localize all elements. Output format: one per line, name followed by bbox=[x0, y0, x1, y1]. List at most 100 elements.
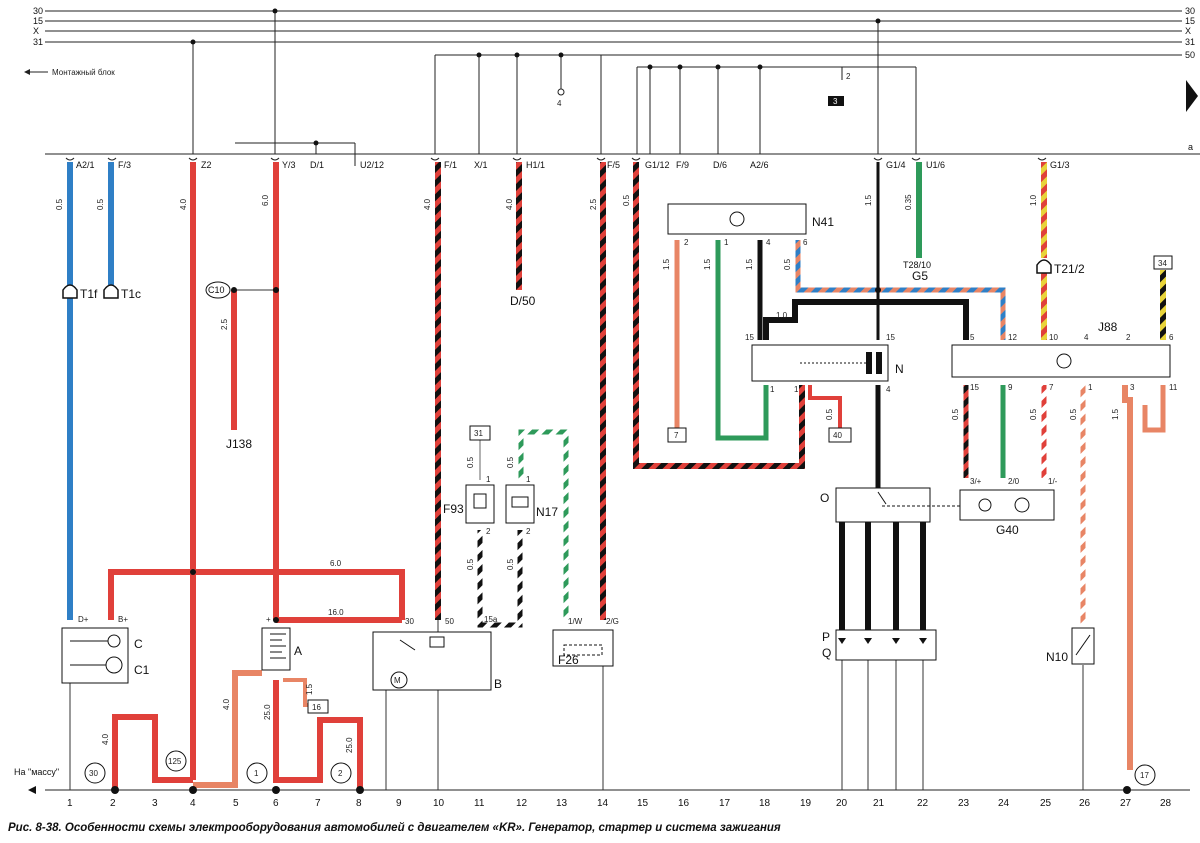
svg-text:4.0: 4.0 bbox=[222, 698, 231, 710]
component-battery: A + bbox=[261, 615, 302, 671]
svg-text:7: 7 bbox=[1049, 383, 1054, 392]
svg-text:H1/1: H1/1 bbox=[526, 160, 545, 170]
svg-text:17: 17 bbox=[719, 798, 731, 809]
svg-text:50: 50 bbox=[1185, 50, 1195, 60]
component-n10: N10 bbox=[1046, 627, 1095, 665]
svg-text:13: 13 bbox=[556, 798, 568, 809]
svg-text:15: 15 bbox=[970, 383, 979, 392]
svg-text:5: 5 bbox=[970, 333, 975, 342]
component-starter: M B 30 50 15a bbox=[372, 615, 502, 691]
bottom-numbers: 1 2 3 4 5 6 7 8 9 10 11 12 13 14 15 16 1… bbox=[67, 798, 1172, 809]
component-c10: C10 bbox=[205, 281, 231, 299]
svg-text:2.5: 2.5 bbox=[589, 198, 598, 210]
component-d50: D/50 bbox=[510, 294, 536, 308]
svg-text:1.5: 1.5 bbox=[864, 194, 873, 206]
svg-text:F/9: F/9 bbox=[676, 160, 689, 170]
svg-text:J88: J88 bbox=[1098, 320, 1118, 334]
svg-text:16.0: 16.0 bbox=[328, 608, 344, 617]
svg-text:3: 3 bbox=[152, 798, 158, 809]
svg-text:0.5: 0.5 bbox=[622, 194, 631, 206]
svg-text:2: 2 bbox=[684, 238, 689, 247]
junction-dots bbox=[190, 8, 881, 146]
svg-text:15: 15 bbox=[1185, 16, 1195, 26]
svg-text:4.0: 4.0 bbox=[423, 198, 432, 210]
svg-text:Q: Q bbox=[822, 646, 831, 660]
svg-text:2/0: 2/0 bbox=[1008, 477, 1020, 486]
component-distributor: O bbox=[820, 487, 960, 523]
svg-text:F/3: F/3 bbox=[118, 160, 131, 170]
svg-text:0.5: 0.5 bbox=[783, 258, 792, 270]
svg-text:G1/4: G1/4 bbox=[886, 160, 906, 170]
wires bbox=[67, 162, 1166, 790]
svg-text:1: 1 bbox=[1088, 383, 1093, 392]
svg-text:0.5: 0.5 bbox=[55, 198, 64, 210]
box-31: 31 bbox=[474, 429, 483, 438]
svg-text:6: 6 bbox=[273, 798, 279, 809]
svg-text:a: a bbox=[1188, 142, 1193, 152]
bus-labels-right: 30 15 X 31 50 a bbox=[1185, 6, 1195, 152]
svg-text:25: 25 bbox=[1040, 798, 1052, 809]
bus-label-30: 30 bbox=[33, 6, 43, 16]
component-n41: N41 2 1 4 6 bbox=[667, 203, 834, 247]
svg-text:C: C bbox=[134, 637, 143, 651]
svg-text:T1f: T1f bbox=[80, 287, 98, 301]
svg-text:11: 11 bbox=[474, 798, 485, 809]
svg-text:15a: 15a bbox=[484, 615, 498, 624]
svg-text:На "массу": На "массу" bbox=[14, 767, 59, 777]
svg-text:P: P bbox=[822, 630, 830, 644]
fuse-3-box bbox=[828, 96, 844, 106]
svg-text:G40: G40 bbox=[996, 523, 1019, 537]
svg-text:D/6: D/6 bbox=[713, 160, 727, 170]
svg-text:N41: N41 bbox=[812, 215, 834, 229]
svg-text:0.5: 0.5 bbox=[466, 456, 475, 468]
svg-text:20: 20 bbox=[836, 798, 848, 809]
svg-text:4.0: 4.0 bbox=[505, 198, 514, 210]
svg-text:2: 2 bbox=[846, 72, 851, 81]
svg-text:5: 5 bbox=[233, 798, 239, 809]
svg-text:G1/12: G1/12 bbox=[645, 160, 670, 170]
svg-text:16: 16 bbox=[678, 798, 690, 809]
connector-pins bbox=[65, 157, 1047, 161]
svg-text:1: 1 bbox=[794, 385, 799, 394]
component-f93: F93 1 2 bbox=[443, 475, 495, 536]
svg-text:1.0: 1.0 bbox=[1029, 194, 1038, 206]
component-g5: G5 bbox=[912, 269, 928, 283]
svg-text:25.0: 25.0 bbox=[263, 704, 272, 720]
svg-text:4.0: 4.0 bbox=[179, 198, 188, 210]
continuation-arrow-icon bbox=[1186, 80, 1198, 112]
svg-text:4.0: 4.0 bbox=[101, 733, 110, 745]
svg-text:Y/3: Y/3 bbox=[282, 160, 296, 170]
svg-text:A2/6: A2/6 bbox=[750, 160, 769, 170]
svg-text:14: 14 bbox=[597, 798, 609, 809]
box-16: 16 bbox=[312, 703, 321, 712]
component-t1c: T1c bbox=[103, 284, 141, 301]
component-t21: T21/2 bbox=[1036, 259, 1085, 276]
svg-text:8: 8 bbox=[356, 798, 362, 809]
svg-text:50: 50 bbox=[445, 617, 454, 626]
svg-text:O: O bbox=[820, 491, 829, 505]
svg-text:U2/12: U2/12 bbox=[360, 160, 384, 170]
svg-text:0.5: 0.5 bbox=[951, 408, 960, 420]
svg-text:28: 28 bbox=[1160, 798, 1172, 809]
component-n: N 15 15 1 1 4 bbox=[745, 333, 904, 394]
component-spark-plugs: P Q bbox=[822, 629, 937, 661]
svg-text:C1: C1 bbox=[134, 663, 150, 677]
svg-text:1/-: 1/- bbox=[1048, 477, 1058, 486]
wire-values: 0.5 0.5 4.0 6.0 2.5 4.0 4.0 2.5 0.5 1.5 … bbox=[55, 194, 1120, 753]
svg-text:X: X bbox=[1185, 26, 1191, 36]
component-g40: G40 3/+ 2/0 1/- bbox=[959, 477, 1058, 537]
box-7: 7 bbox=[674, 431, 679, 440]
svg-text:15: 15 bbox=[886, 333, 895, 342]
svg-text:10: 10 bbox=[433, 798, 445, 809]
svg-text:1: 1 bbox=[254, 769, 259, 778]
svg-text:X/1: X/1 bbox=[474, 160, 488, 170]
box-34: 34 bbox=[1158, 259, 1167, 268]
component-j88: J88 5 12 10 4 2 6 15 9 7 1 3 11 bbox=[951, 320, 1178, 392]
svg-text:G1/3: G1/3 bbox=[1050, 160, 1070, 170]
svg-text:22: 22 bbox=[917, 798, 929, 809]
svg-text:25.0: 25.0 bbox=[345, 737, 354, 753]
svg-text:1: 1 bbox=[486, 475, 491, 484]
svg-text:4: 4 bbox=[1084, 333, 1089, 342]
svg-text:3: 3 bbox=[833, 97, 838, 106]
svg-text:19: 19 bbox=[800, 798, 812, 809]
